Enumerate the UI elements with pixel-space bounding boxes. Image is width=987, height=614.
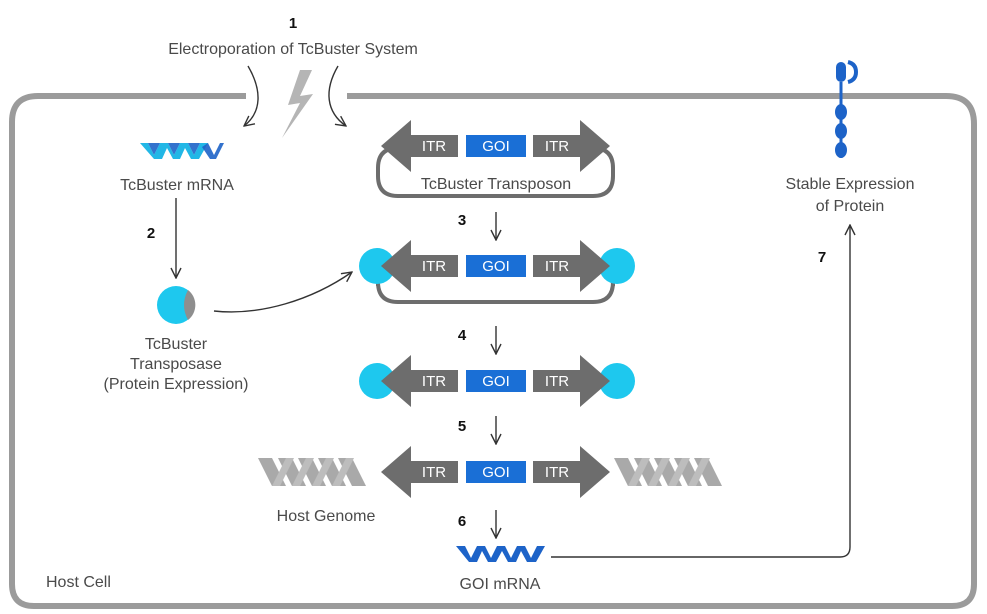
diagram-title: Electroporation of TcBuster System [168, 41, 418, 58]
transposon-label: TcBuster Transposon [421, 176, 571, 193]
integrated-itr-left: ITR [422, 464, 446, 481]
transposon-itr-right: ITR [545, 138, 569, 155]
step-3-number: 3 [458, 212, 466, 229]
genome-helix-right-icon [614, 458, 722, 486]
mrna-label: TcBuster mRNA [120, 177, 234, 194]
host-cell-membrane [9, 93, 977, 609]
transposase-icon [157, 286, 196, 324]
entry-arrow-right [328, 65, 346, 126]
complex-itr-right: ITR [545, 258, 569, 275]
transposase-transposon-complex: ITR GOI ITR [359, 240, 635, 304]
entry-arrow-left [244, 65, 259, 126]
membrane-protein-icon [835, 60, 859, 158]
stable-expression-line1: Stable Expression [786, 176, 915, 193]
integrated-itr-right: ITR [545, 464, 569, 481]
arrow-transposase-to-complex [213, 272, 352, 313]
transposon-itr-left: ITR [422, 138, 446, 155]
step-7-number: 7 [818, 249, 826, 266]
complex-itr-left: ITR [422, 258, 446, 275]
integrated-goi: GOI [482, 464, 510, 481]
goi-mrna-label: GOI mRNA [460, 576, 541, 593]
transposase-label-line1: TcBuster [145, 336, 208, 353]
step-2-number: 2 [147, 225, 155, 242]
integrated-transposon: ITR GOI ITR [381, 446, 610, 498]
transposon-goi: GOI [482, 138, 510, 155]
genome-helix-icon [258, 458, 366, 486]
goi-mrna-icon [456, 546, 545, 562]
stable-expression-line2: of Protein [816, 198, 884, 215]
transposon-plasmid: ITR GOI ITR [376, 120, 615, 198]
transposase-label-line2: Transposase [130, 356, 222, 373]
excised-itr-left: ITR [422, 373, 446, 390]
step-4-number: 4 [458, 327, 467, 344]
excised-goi: GOI [482, 373, 510, 390]
step-1-number: 1 [289, 15, 297, 32]
step-6-number: 6 [458, 513, 466, 530]
excised-itr-right: ITR [545, 373, 569, 390]
transposase-label-line3: (Protein Expression) [104, 376, 249, 393]
mrna-helix-icon [140, 143, 224, 159]
step-5-number: 5 [458, 418, 466, 435]
excised-transposon: ITR GOI ITR [359, 355, 635, 407]
complex-goi: GOI [482, 258, 510, 275]
host-cell-label: Host Cell [46, 574, 111, 591]
arrow-to-stable-expression [551, 225, 850, 558]
lightning-bolt-icon [282, 70, 313, 138]
host-genome-label: Host Genome [277, 508, 376, 525]
